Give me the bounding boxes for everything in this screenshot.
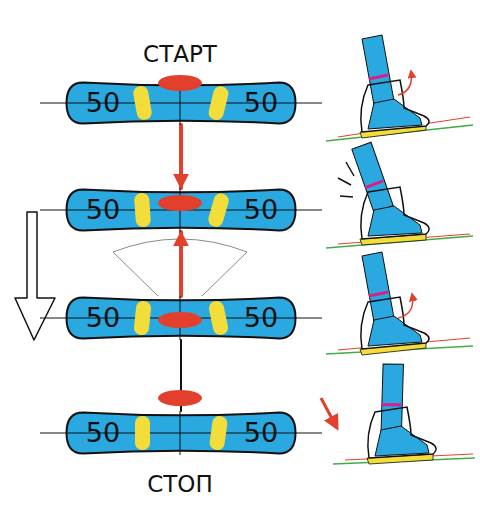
boot-shell [361, 297, 429, 349]
center-mark [158, 312, 202, 328]
binding [207, 85, 230, 122]
center-mark [158, 195, 202, 211]
binding [134, 192, 151, 227]
boot-outline [361, 297, 429, 349]
boot-outline [361, 80, 429, 132]
snowboard-node: 50 50 [65, 81, 297, 125]
boot-shell [361, 80, 429, 132]
slope-line [326, 125, 473, 141]
snowboard-node: 50 50 [65, 411, 297, 455]
phase-label: СТАРТ [110, 39, 250, 69]
snowboard-node: 50 50 [65, 296, 297, 340]
foot [368, 99, 422, 129]
snowboard-outline [65, 296, 297, 340]
axis-line [180, 83, 181, 125]
angle-number: 50 [239, 193, 283, 227]
direction-arrow [15, 212, 55, 340]
pressure-arrow [321, 398, 337, 428]
binding [207, 192, 231, 229]
motion-line [338, 178, 351, 185]
boot-strap [369, 292, 388, 296]
axis-line [40, 210, 322, 211]
fan-arc [113, 239, 247, 252]
motion-line [346, 162, 354, 176]
axis-line [40, 433, 322, 434]
boot-strap [369, 75, 388, 79]
boot-sole [360, 234, 426, 245]
angle-number: 50 [81, 301, 125, 335]
board-line [338, 117, 470, 137]
leg [351, 140, 394, 214]
snowboard-shape [67, 190, 296, 231]
boot-sole [360, 342, 426, 355]
snowboard-shape [67, 83, 296, 124]
center-mark [158, 75, 202, 91]
angle-number: 50 [81, 86, 125, 120]
foot [368, 206, 422, 236]
leg [369, 360, 415, 435]
board-line [345, 454, 473, 460]
axis-line [180, 411, 181, 455]
boot-shell [368, 407, 436, 458]
boot-sketch [326, 35, 473, 141]
movement-arrow [179, 232, 183, 296]
leg [362, 252, 394, 322]
axis-line [180, 188, 181, 232]
angle-number: 50 [81, 416, 125, 450]
boot-shell [361, 187, 429, 239]
axis-line [40, 318, 322, 319]
boot-outline [368, 407, 436, 458]
boot-sketch [326, 252, 473, 355]
angle-number: 50 [81, 193, 125, 227]
binding [135, 416, 150, 450]
snowboard-shape [67, 298, 296, 339]
motion-line [340, 196, 353, 197]
boot-sketch [326, 140, 473, 248]
boot-sole [367, 454, 433, 464]
boot-strap [364, 181, 383, 188]
binding [132, 85, 153, 121]
boot-sole [360, 124, 426, 138]
boot-sketch [321, 360, 475, 464]
binding [209, 415, 229, 451]
phase-label: СТОП [110, 469, 250, 499]
trajectory-line [180, 340, 182, 411]
angle-number: 50 [239, 416, 283, 450]
snowboard-outline [65, 411, 297, 455]
rotation-arrow [398, 71, 411, 95]
boot-strap [382, 401, 401, 409]
snowboard-outline [65, 81, 297, 125]
snowboard-outline [65, 188, 297, 232]
board-line [338, 234, 470, 244]
slope-line [326, 236, 473, 248]
foot [375, 426, 429, 456]
leg-group [351, 140, 394, 214]
angle-number: 50 [239, 301, 283, 335]
boot-outline [361, 187, 429, 239]
board-line [338, 338, 470, 350]
axis-line [40, 103, 322, 104]
slope-line [333, 458, 475, 464]
binding [133, 300, 151, 335]
snowboard-node: 50 50 [65, 188, 297, 232]
leg-group [369, 360, 415, 435]
fan-line [202, 252, 247, 296]
rotation-arrow [398, 294, 413, 318]
center-mark [158, 390, 202, 406]
slope-line [326, 346, 473, 354]
movement-arrow [179, 125, 183, 188]
fan-line [113, 252, 158, 296]
binding [208, 300, 230, 336]
snowboard-shape [67, 413, 296, 454]
foot [368, 316, 422, 346]
angle-number: 50 [239, 86, 283, 120]
axis-line [180, 296, 181, 340]
leg [362, 35, 394, 105]
